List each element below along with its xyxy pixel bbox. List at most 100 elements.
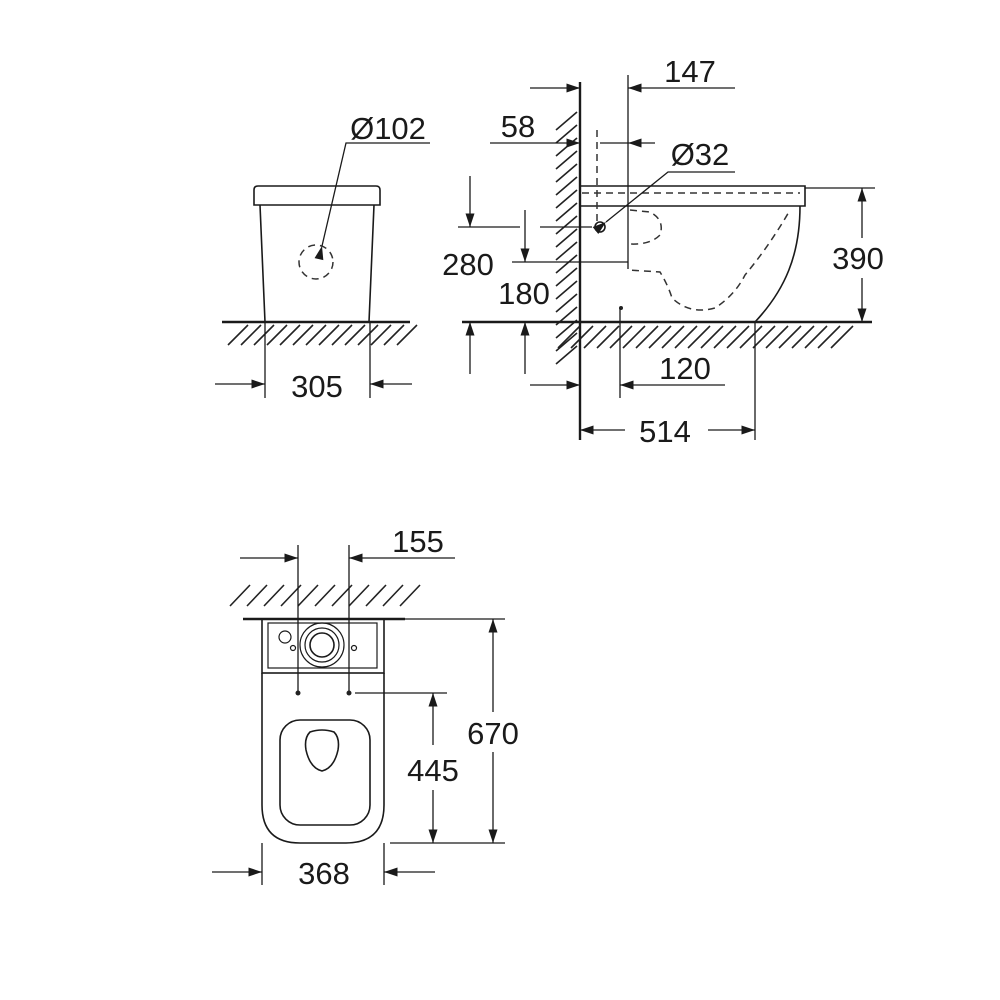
- fill-valve-circle: [278, 630, 292, 644]
- dim-445-label: 445: [407, 753, 459, 788]
- hatch-line: [791, 325, 815, 349]
- hatch-line: [726, 325, 750, 349]
- dim-180-label: 180: [498, 276, 550, 311]
- tank-lid: [253, 185, 381, 206]
- top-view: 155 445 670 368: [212, 524, 519, 891]
- hatch-line: [357, 324, 379, 346]
- hatch-line: [555, 202, 578, 222]
- hatch-line: [370, 324, 392, 346]
- flush-valve-ring: [304, 627, 340, 663]
- dim-120-label: 120: [659, 351, 711, 386]
- hatch-line: [609, 325, 633, 349]
- front-width-label: 305: [291, 369, 343, 404]
- tank-outline: [261, 618, 385, 674]
- hatch-line: [622, 325, 646, 349]
- inlet-diameter-label: Ø32: [671, 137, 730, 172]
- hatch-line: [555, 267, 578, 287]
- hatch-line: [365, 584, 387, 607]
- hatch-line: [279, 324, 301, 346]
- hatch-line: [331, 324, 353, 346]
- hatch-line: [240, 324, 262, 346]
- dim-280-label: 280: [442, 247, 494, 282]
- trapway-hidden-line: [627, 209, 791, 311]
- hatch-line: [804, 325, 828, 349]
- hatch-line: [555, 111, 578, 131]
- hatch-line: [246, 584, 268, 607]
- hatch-line: [305, 324, 327, 346]
- hatch-line: [555, 254, 578, 274]
- hatch-line: [555, 163, 578, 183]
- hatch-line: [674, 325, 698, 349]
- outlet-leader: [314, 142, 430, 261]
- bowl-outline: [261, 673, 385, 844]
- seat-outline: [279, 719, 371, 826]
- hatch-line: [399, 584, 421, 607]
- hatch-line: [318, 324, 340, 346]
- tank-inner: [267, 622, 378, 669]
- hatch-line: [555, 124, 578, 144]
- outlet-circle: [298, 244, 334, 280]
- hatch-line: [383, 324, 405, 346]
- hatch-line: [555, 241, 578, 261]
- dim-155-label: 155: [392, 524, 444, 559]
- hatch-line: [555, 150, 578, 170]
- hatch-line: [297, 584, 319, 607]
- hatch-line: [583, 325, 607, 349]
- hatch-line: [648, 325, 672, 349]
- dim-670-label: 670: [467, 716, 519, 751]
- hatch-line: [765, 325, 789, 349]
- dim-147-label: 147: [664, 54, 716, 89]
- hatch-line: [596, 325, 620, 349]
- tank-hole: [350, 644, 358, 652]
- hatch-line: [292, 324, 314, 346]
- outlet-diameter-label: Ø102: [350, 111, 426, 146]
- hatch-line: [266, 324, 288, 346]
- hatch-line: [555, 215, 578, 235]
- hatch-line: [263, 584, 285, 607]
- side-view: Ø32 147 58 280 180 390 120 514: [442, 54, 884, 449]
- bowl-outline: [754, 205, 801, 323]
- tank-hole: [289, 644, 297, 652]
- hatch-line: [555, 332, 578, 352]
- fixing-point: [346, 690, 352, 696]
- hatch-line: [555, 280, 578, 300]
- hatch-line: [661, 325, 685, 349]
- flush-valve-inner: [309, 632, 335, 658]
- inlet-circle: [594, 221, 606, 233]
- hatch-line: [229, 584, 251, 607]
- dim-514-label: 514: [639, 414, 691, 449]
- tank-body: [259, 204, 375, 323]
- bowl-opening: [304, 729, 340, 772]
- hatch-line: [555, 228, 578, 248]
- hatch-line: [817, 325, 841, 349]
- hatch-line: [382, 584, 404, 607]
- hatch-line: [635, 325, 659, 349]
- front-view: Ø102 305: [215, 111, 430, 404]
- hatch-line: [830, 325, 854, 349]
- inlet-leader: [592, 171, 735, 234]
- hatch-line: [314, 584, 336, 607]
- hatch-line: [227, 324, 249, 346]
- hatch-line: [687, 325, 711, 349]
- hatch-line: [253, 324, 275, 346]
- fixing-point: [295, 690, 301, 696]
- hatch-line: [739, 325, 763, 349]
- hatch-line: [348, 584, 370, 607]
- hatch-line: [555, 345, 578, 365]
- hatch-line: [555, 189, 578, 209]
- seat-lid: [580, 185, 806, 207]
- hatch-line: [570, 325, 594, 349]
- dim-58-label: 58: [501, 109, 535, 144]
- hatch-line: [700, 325, 724, 349]
- hatch-line: [778, 325, 802, 349]
- dim-390-label: 390: [832, 241, 884, 276]
- hatch-line: [396, 324, 418, 346]
- hatch-line: [752, 325, 776, 349]
- dim-368-label: 368: [298, 856, 350, 891]
- hatch-line: [344, 324, 366, 346]
- hatch-line: [555, 176, 578, 196]
- hatch-line: [713, 325, 737, 349]
- flush-valve-outer: [299, 622, 345, 668]
